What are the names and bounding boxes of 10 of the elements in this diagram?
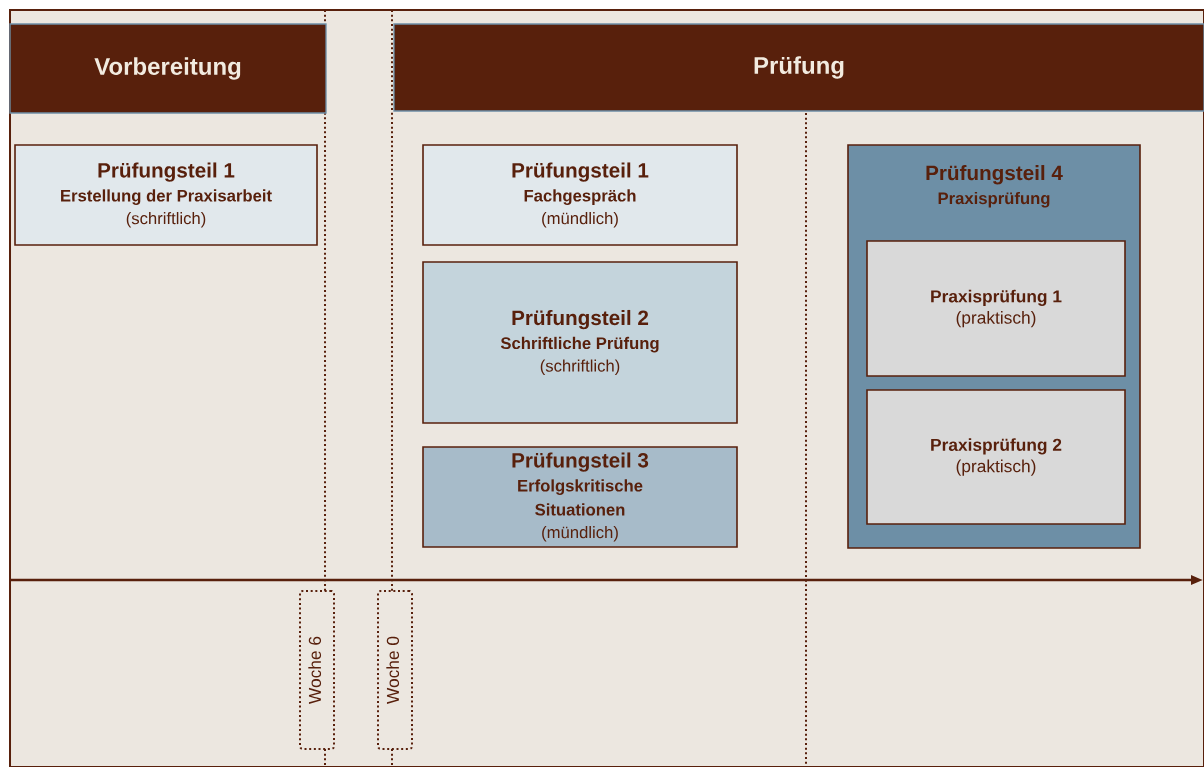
exam-part-box: Prüfungsteil 1 Erstellung der Praxisarbeit (schriftlich): [14, 144, 318, 246]
week-label: Woche 6: [299, 590, 335, 750]
header-band: Vorbereitung: [9, 23, 327, 114]
sub-exam-box: Praxisprüfung 1 (praktisch): [866, 240, 1126, 377]
exam-part-box: Prüfungsteil 3 Erfolgskritische Situationen (mündlich): [422, 446, 738, 548]
exam-part-box: Prüfungsteil 2 Schriftliche Prüfung (schriftlich): [422, 261, 738, 424]
header-band: Prüfung: [393, 23, 1204, 112]
exam-part-box: Prüfungsteil 1 Fachgespräch (mündlich): [422, 144, 738, 246]
week-label: Woche 0: [377, 590, 413, 750]
sub-exam-box: Praxisprüfung 2 (praktisch): [866, 389, 1126, 525]
